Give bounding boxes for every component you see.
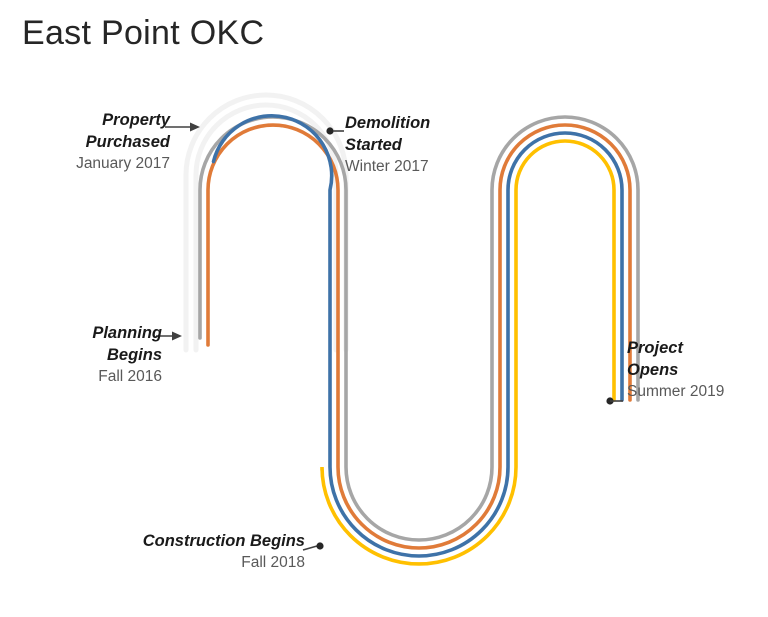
arrowhead-property-purchased [190, 122, 200, 132]
marker-dot-construction-begins [316, 542, 324, 550]
milestone-date: Fall 2016 [98, 367, 162, 385]
milestone-project-opens[interactable]: Project Opens Summer 2019 [627, 338, 757, 402]
milestone-date: Fall 2018 [241, 553, 305, 571]
milestone-title-line2: Opens [627, 360, 679, 379]
milestone-title-line1: Project [627, 339, 683, 357]
milestone-title-line1: Construction Begins [142, 532, 305, 550]
connector-construction-begins [302, 542, 324, 551]
milestone-title-line1: Demolition [345, 114, 431, 132]
ribbon-gray [198, 115, 640, 542]
milestone-planning-begins[interactable]: Planning Begins Fall 2016 [10, 323, 162, 387]
ribbon-blue [211, 114, 624, 558]
track-ghost-layer [183, 92, 349, 353]
milestone-date: Summer 2019 [627, 382, 725, 400]
milestone-date: Winter 2017 [345, 157, 429, 175]
marker-dot-demolition-started [326, 127, 334, 135]
connector-property-purchased [165, 122, 200, 132]
connector-planning-begins [156, 331, 182, 341]
page-title: East Point OKC [22, 14, 265, 52]
milestone-demolition-started[interactable]: Demolition Started Winter 2017 [345, 113, 545, 177]
milestone-title-line2: Purchased [85, 132, 170, 151]
connector-demolition-started [326, 127, 344, 135]
ribbon-orange [206, 123, 632, 550]
milestone-date: January 2017 [76, 154, 170, 172]
milestone-construction-begins[interactable]: Construction Begins Fall 2018 [110, 531, 305, 573]
milestone-title-line2: Begins [106, 345, 162, 364]
track-ghost-right [193, 102, 339, 353]
track-ghost-left [183, 92, 349, 353]
arrowhead-planning-begins [172, 331, 182, 341]
ribbon-yellow [320, 139, 616, 566]
milestone-title-line1: Property [102, 111, 170, 129]
milestone-property-purchased[interactable]: Property Purchased January 2017 [10, 110, 170, 174]
milestone-title-line1: Planning [92, 324, 162, 342]
milestone-title-line2: Started [345, 135, 402, 154]
connector-project-opens [606, 397, 623, 405]
connector-line-construction-begins [302, 545, 318, 551]
